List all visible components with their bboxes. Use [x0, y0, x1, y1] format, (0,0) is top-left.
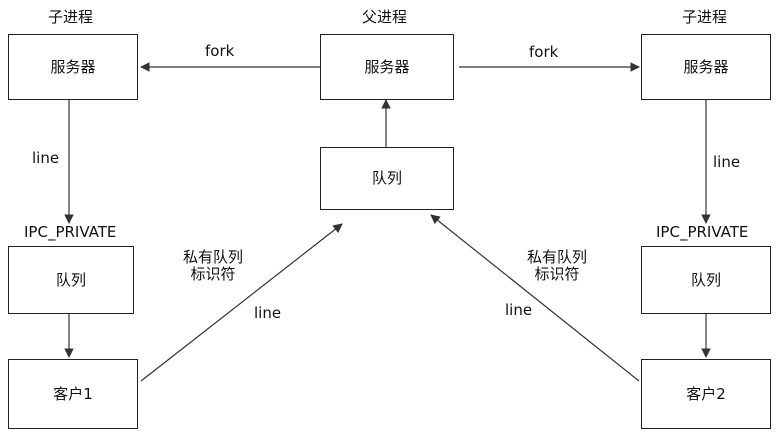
- center-queue-label: 队列: [371, 169, 402, 187]
- left-queue-label: 队列: [55, 270, 86, 289]
- fork-left-label: fork: [205, 42, 235, 60]
- center-left-line-label: line: [254, 304, 282, 322]
- left-client-box: 客户1: [8, 359, 138, 429]
- right-server-label: 服务器: [683, 57, 729, 76]
- left-client-to-center-queue-arrow: [140, 223, 343, 382]
- right-queue-label: 队列: [690, 270, 721, 289]
- right-private-queue-id-label: 私有队列 标识符: [527, 248, 588, 284]
- fork-right-label: fork: [529, 43, 559, 61]
- left-child-process-label: 子进程: [48, 8, 94, 26]
- right-server-box: 服务器: [641, 34, 771, 100]
- right-client-label: 客户2: [686, 384, 726, 403]
- left-queue-box: 队列: [8, 246, 134, 314]
- right-queue-box: 队列: [641, 246, 771, 314]
- parent-process-label: 父进程: [362, 8, 408, 26]
- left-private-queue-id-label: 私有队列 标识符: [183, 248, 244, 284]
- right-line-label: line: [713, 153, 741, 171]
- center-queue-box: 队列: [320, 147, 454, 210]
- right-client-to-center-queue-arrow: [430, 214, 640, 382]
- left-server-box: 服务器: [8, 34, 138, 100]
- parent-server-box: 服务器: [320, 34, 454, 100]
- left-ipc-label: IPC_PRIVATE: [24, 223, 117, 241]
- right-client-box: 客户2: [641, 359, 771, 429]
- left-server-label: 服务器: [50, 57, 96, 76]
- center-right-line-label: line: [505, 301, 533, 319]
- left-line-label: line: [32, 149, 60, 167]
- parent-server-label: 服务器: [364, 57, 410, 76]
- right-ipc-label: IPC_PRIVATE: [656, 223, 749, 241]
- left-client-label: 客户1: [53, 384, 93, 403]
- right-child-process-label: 子进程: [682, 8, 728, 26]
